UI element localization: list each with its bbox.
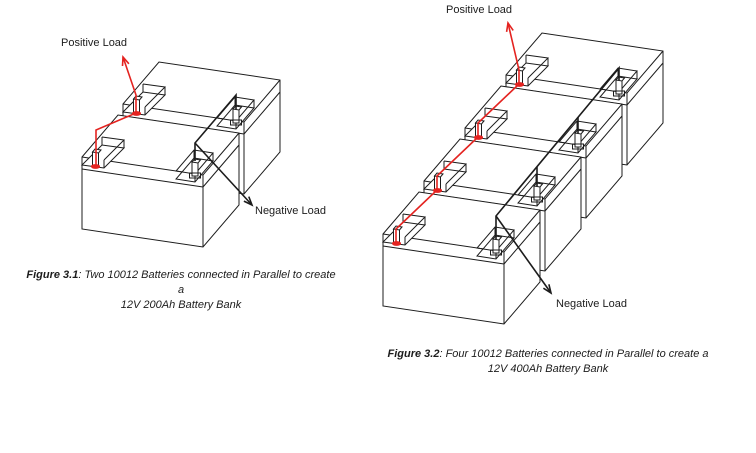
figure1-caption: Figure 3.1: Two 10012 Batteries connecte… [25,268,337,313]
figure2-negative-load-label: Negative Load [556,298,627,310]
arrow-head [505,20,514,33]
battery [382,191,541,325]
figure2-positive-load-label: Positive Load [446,4,513,16]
battery [81,114,240,248]
figure2-caption-line2: 12V 400Ah Battery Bank [487,363,609,375]
figure2-caption: Figure 3.2: Four 10012 Batteries connect… [386,347,710,377]
arrow-head [243,196,254,207]
figure1-positive-load-label: Positive Load [61,37,128,49]
arrow-head [542,284,553,295]
figure1-positive-wire [95,54,137,166]
arrow-head [121,54,130,67]
figure1-diagram [81,54,281,248]
figure1-caption-number: Figure 3.1 [26,269,79,281]
figure2-positive-wire [395,20,520,243]
figure1-caption-line2: 12V 200Ah Battery Bank [120,299,242,311]
figure2-negative-wire [495,65,620,295]
figure2-caption-text: : Four 10012 Batteries connected in Para… [439,348,709,360]
figure2-caption-number: Figure 3.2 [387,348,440,360]
figure1-negative-load-label: Negative Load [255,205,326,217]
figure2-diagram [382,20,664,325]
figure1-negative-wire [194,92,254,207]
figure1-caption-text: : Two 10012 Batteries connected in Paral… [78,269,336,296]
